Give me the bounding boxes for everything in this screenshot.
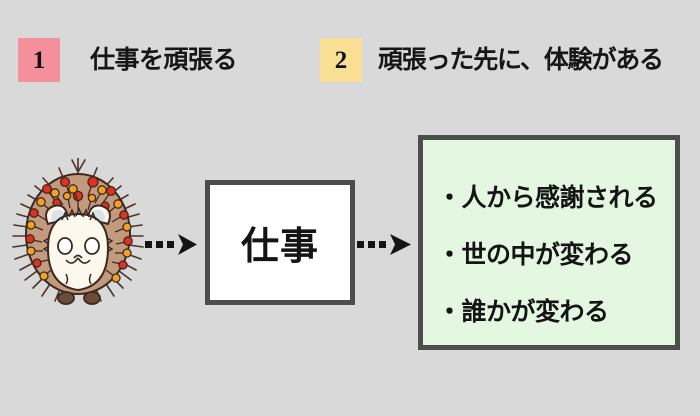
work-box: 仕事 bbox=[205, 180, 355, 305]
step-heading-1: 仕事を頑張る bbox=[90, 45, 238, 74]
dotted-arrow-right-1 bbox=[145, 231, 203, 259]
step-heading-2: 頑張った先に、体験がある bbox=[378, 45, 664, 74]
list-item: ・誰かが変わる bbox=[437, 297, 609, 326]
hedgehog-illustration bbox=[12, 157, 144, 310]
list-item: ・人から感謝される bbox=[437, 183, 658, 212]
list-item: ・世の中が変わる bbox=[437, 240, 634, 269]
dotted-arrow-right-2 bbox=[357, 231, 419, 259]
work-box-label: 仕事 bbox=[240, 224, 319, 268]
step-badge-1: 1 bbox=[18, 38, 60, 82]
outcome-box: ・人から感謝される ・世の中が変わる ・誰かが変わる bbox=[418, 135, 680, 350]
step-badge-2: 2 bbox=[320, 38, 362, 82]
outcome-list: ・人から感謝される ・世の中が変わる ・誰かが変わる bbox=[437, 178, 658, 328]
